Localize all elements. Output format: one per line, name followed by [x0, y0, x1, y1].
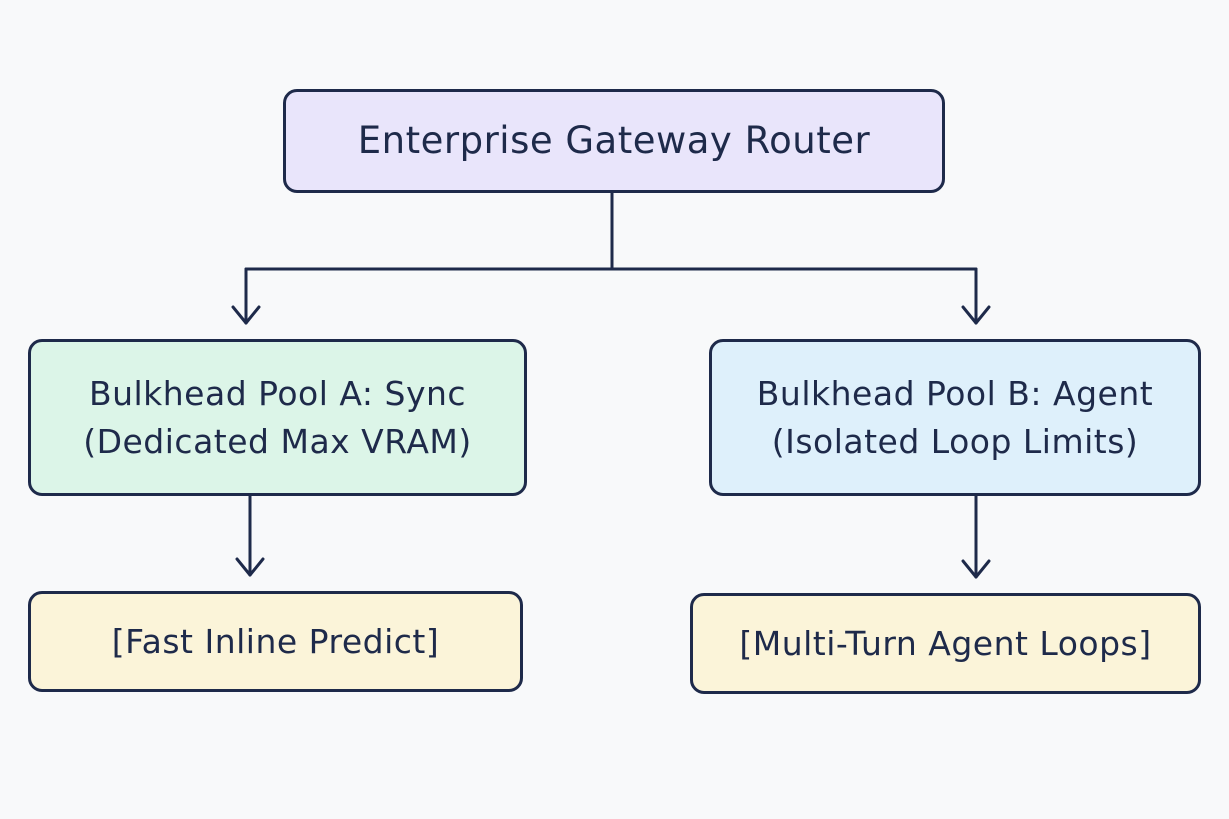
- pool-a-title: Bulkhead Pool A: Sync: [88, 373, 467, 413]
- arrowhead-pool-a: [231, 305, 261, 325]
- pool-b-subtitle: (Isolated Loop Limits): [771, 421, 1139, 461]
- multi-turn-agent-loops-node: [Multi-Turn Agent Loops]: [690, 593, 1201, 694]
- task-b-label: [Multi-Turn Agent Loops]: [739, 623, 1152, 663]
- fast-inline-predict-node: [Fast Inline Predict]: [28, 591, 523, 692]
- task-a-label: [Fast Inline Predict]: [111, 621, 440, 661]
- gateway-router-node: Enterprise Gateway Router: [283, 89, 945, 193]
- gateway-router-label: Enterprise Gateway Router: [357, 119, 871, 163]
- bulkhead-pool-a-node: Bulkhead Pool A: Sync (Dedicated Max VRA…: [28, 339, 527, 496]
- bulkhead-pool-b-node: Bulkhead Pool B: Agent (Isolated Loop Li…: [709, 339, 1201, 496]
- pool-b-title: Bulkhead Pool B: Agent: [756, 373, 1154, 413]
- arrowhead-task-b: [961, 559, 991, 579]
- arrowhead-pool-b: [961, 305, 991, 325]
- arrowhead-task-a: [235, 557, 265, 577]
- pool-a-subtitle: (Dedicated Max VRAM): [83, 421, 472, 461]
